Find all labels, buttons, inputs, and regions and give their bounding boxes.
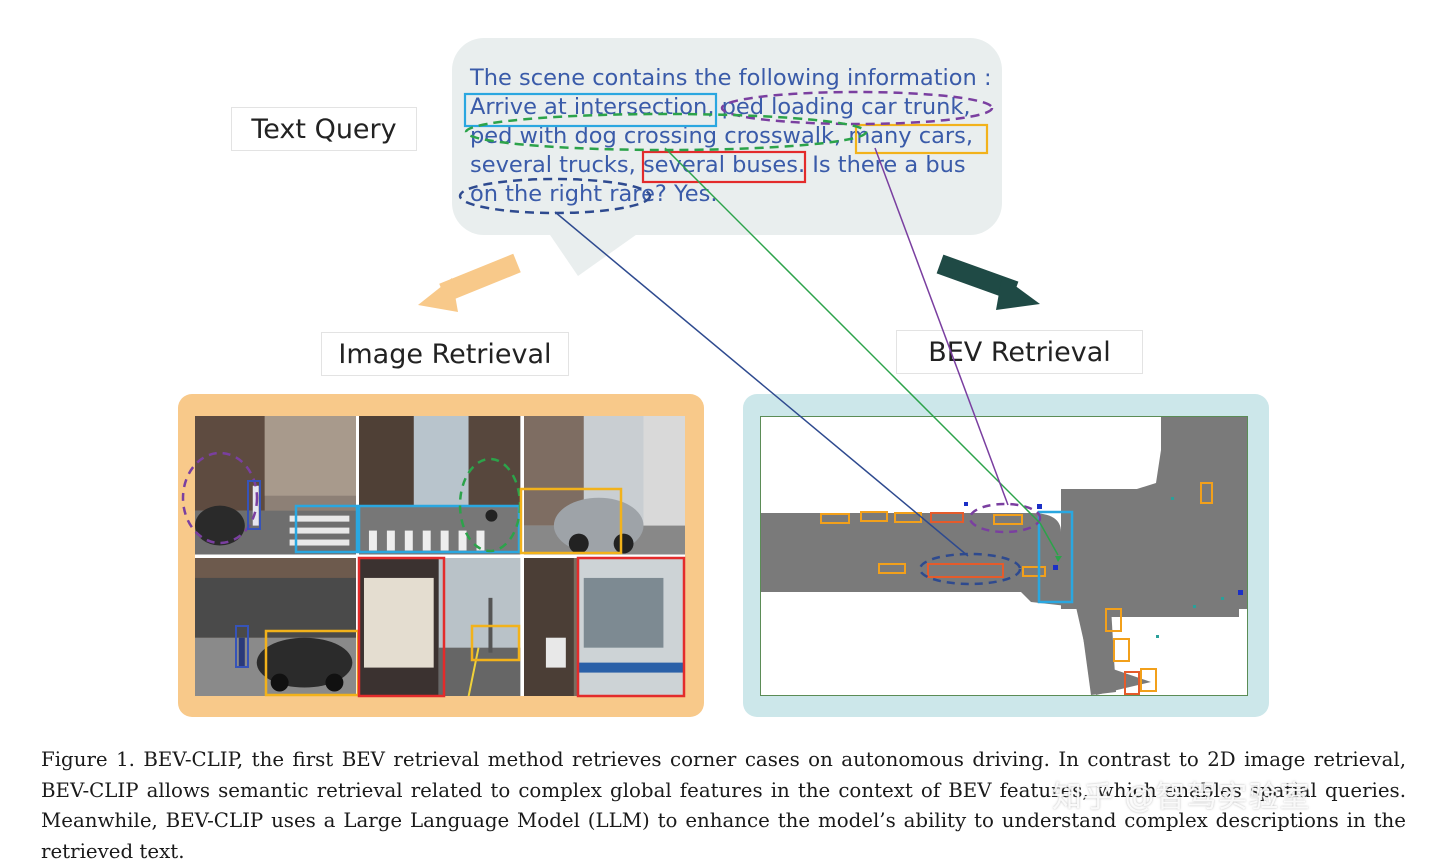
- query-seg-trucks: several trucks,: [470, 152, 636, 178]
- query-seg-ped-loading: ped loading car trunk,: [721, 94, 971, 120]
- query-seg-many-cars: many cars,: [848, 123, 974, 149]
- bev-map: [760, 416, 1248, 696]
- query-seg-question: . Is there a bus: [797, 152, 966, 178]
- query-text: The scene contains the following informa…: [470, 64, 992, 209]
- camera-front-left: [195, 416, 357, 555]
- query-seg-answer: ? Yes.: [654, 181, 718, 207]
- camera-front: [359, 416, 521, 555]
- arrow-left-icon: [418, 253, 521, 312]
- camera-image-grid: [195, 416, 685, 696]
- query-seg-intersection: Arrive at intersection,: [470, 94, 715, 120]
- camera-back-right: [523, 557, 685, 696]
- query-seg-ped-dog: ped with dog crossing crosswalk,: [470, 123, 842, 149]
- arrow-right-icon: [936, 254, 1040, 310]
- camera-front-right: [523, 416, 685, 555]
- watermark: 知乎 @智驾实验室: [1052, 780, 1311, 815]
- image-retrieval-label: Image Retrieval: [321, 332, 569, 376]
- camera-back: [359, 557, 521, 696]
- figure-caption: Figure 1. BEV-CLIP, the first BEV retrie…: [41, 748, 1406, 863]
- bev-retrieval-label: BEV Retrieval: [896, 330, 1143, 374]
- camera-back-left: [195, 557, 357, 696]
- query-seg-buses: several buses: [642, 152, 798, 178]
- query-line-1: The scene contains the following informa…: [470, 65, 992, 91]
- text-query-label: Text Query: [231, 107, 417, 151]
- query-seg-right-rare: on the right rare: [470, 181, 655, 207]
